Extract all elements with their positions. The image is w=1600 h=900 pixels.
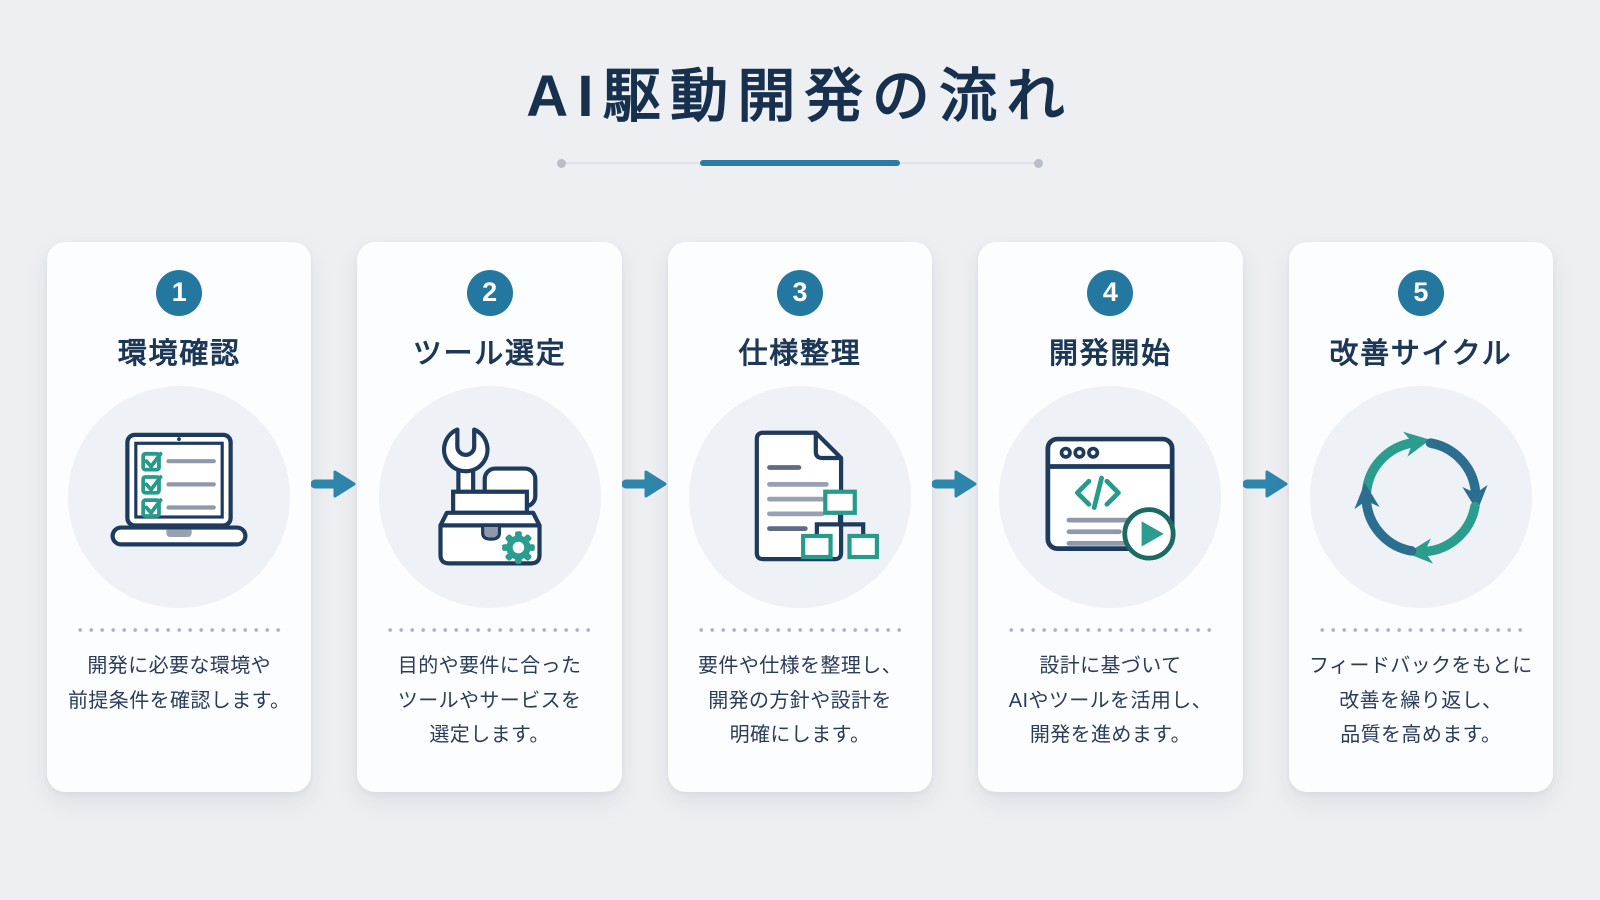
step-card-1: 1 環境確認 (47, 241, 312, 792)
icon-circle (378, 386, 601, 609)
toolbox-wrench-icon (437, 427, 542, 566)
step-card-3: 3 仕様整理 (667, 241, 933, 792)
step-number-badge: 5 (1397, 269, 1444, 316)
icon-circle (68, 386, 291, 609)
icon-circle (1309, 386, 1532, 609)
step-title: 改善サイクル (1329, 337, 1513, 370)
step-card-2: 2 ツール選定 (357, 241, 622, 792)
flow-arrow-icon (311, 470, 356, 498)
step-title: 仕様整理 (738, 337, 862, 370)
header: AI駆動開発の流れ (0, 0, 1600, 168)
step-title: 環境確認 (117, 337, 241, 370)
divider-accent-bar (700, 159, 900, 166)
step-card-5: 5 改善サイクル フィード (1288, 241, 1554, 792)
arrow-gap (311, 242, 357, 500)
step-number-badge: 1 (156, 269, 203, 316)
step-number-badge: 3 (777, 269, 824, 316)
code-browser-play-icon (1045, 437, 1176, 561)
divider-dot-right (1034, 158, 1043, 168)
step-description: フィードバックをもとに 改善を繰り返し、 品質を高めます。 (1309, 655, 1533, 747)
step-description: 開発に必要な環境や 前提条件を確認します。 (68, 655, 291, 712)
dotted-divider (693, 628, 907, 633)
laptop-checklist-icon (110, 433, 248, 547)
step-description: 要件や仕様を整理し、 開発の方針や設計を 明確にします。 (698, 655, 903, 747)
flow-arrow-icon (932, 470, 977, 498)
icon-circle (999, 386, 1222, 609)
icon-circle (689, 386, 912, 609)
dotted-divider (383, 628, 596, 633)
step-number-badge: 4 (1087, 269, 1134, 316)
step-title: 開発開始 (1048, 337, 1172, 370)
cycle-arrows-icon (1354, 432, 1488, 564)
step-description: 設計に基づいて AIやツールを活用し、 開発を進めます。 (1008, 655, 1213, 747)
arrow-gap (1242, 242, 1289, 500)
arrow-gap (621, 242, 668, 500)
dotted-divider (1004, 628, 1217, 633)
dotted-divider (73, 628, 286, 633)
step-number-badge: 2 (466, 269, 513, 316)
divider-dot-left (557, 158, 566, 168)
flow-arrow-icon (1242, 470, 1288, 498)
steps-row: 1 環境確認 (0, 241, 1600, 792)
page-title: AI駆動開発の流れ (526, 64, 1074, 129)
step-title: ツール選定 (412, 337, 567, 370)
document-flowchart-icon (754, 431, 880, 562)
step-description: 目的や要件に合った ツールやサービスを 選定します。 (397, 655, 582, 747)
step-card-4: 4 開発開始 (978, 241, 1243, 792)
title-divider (557, 158, 1043, 168)
arrow-gap (932, 242, 978, 500)
flow-arrow-icon (621, 470, 667, 498)
dotted-divider (1314, 628, 1528, 633)
